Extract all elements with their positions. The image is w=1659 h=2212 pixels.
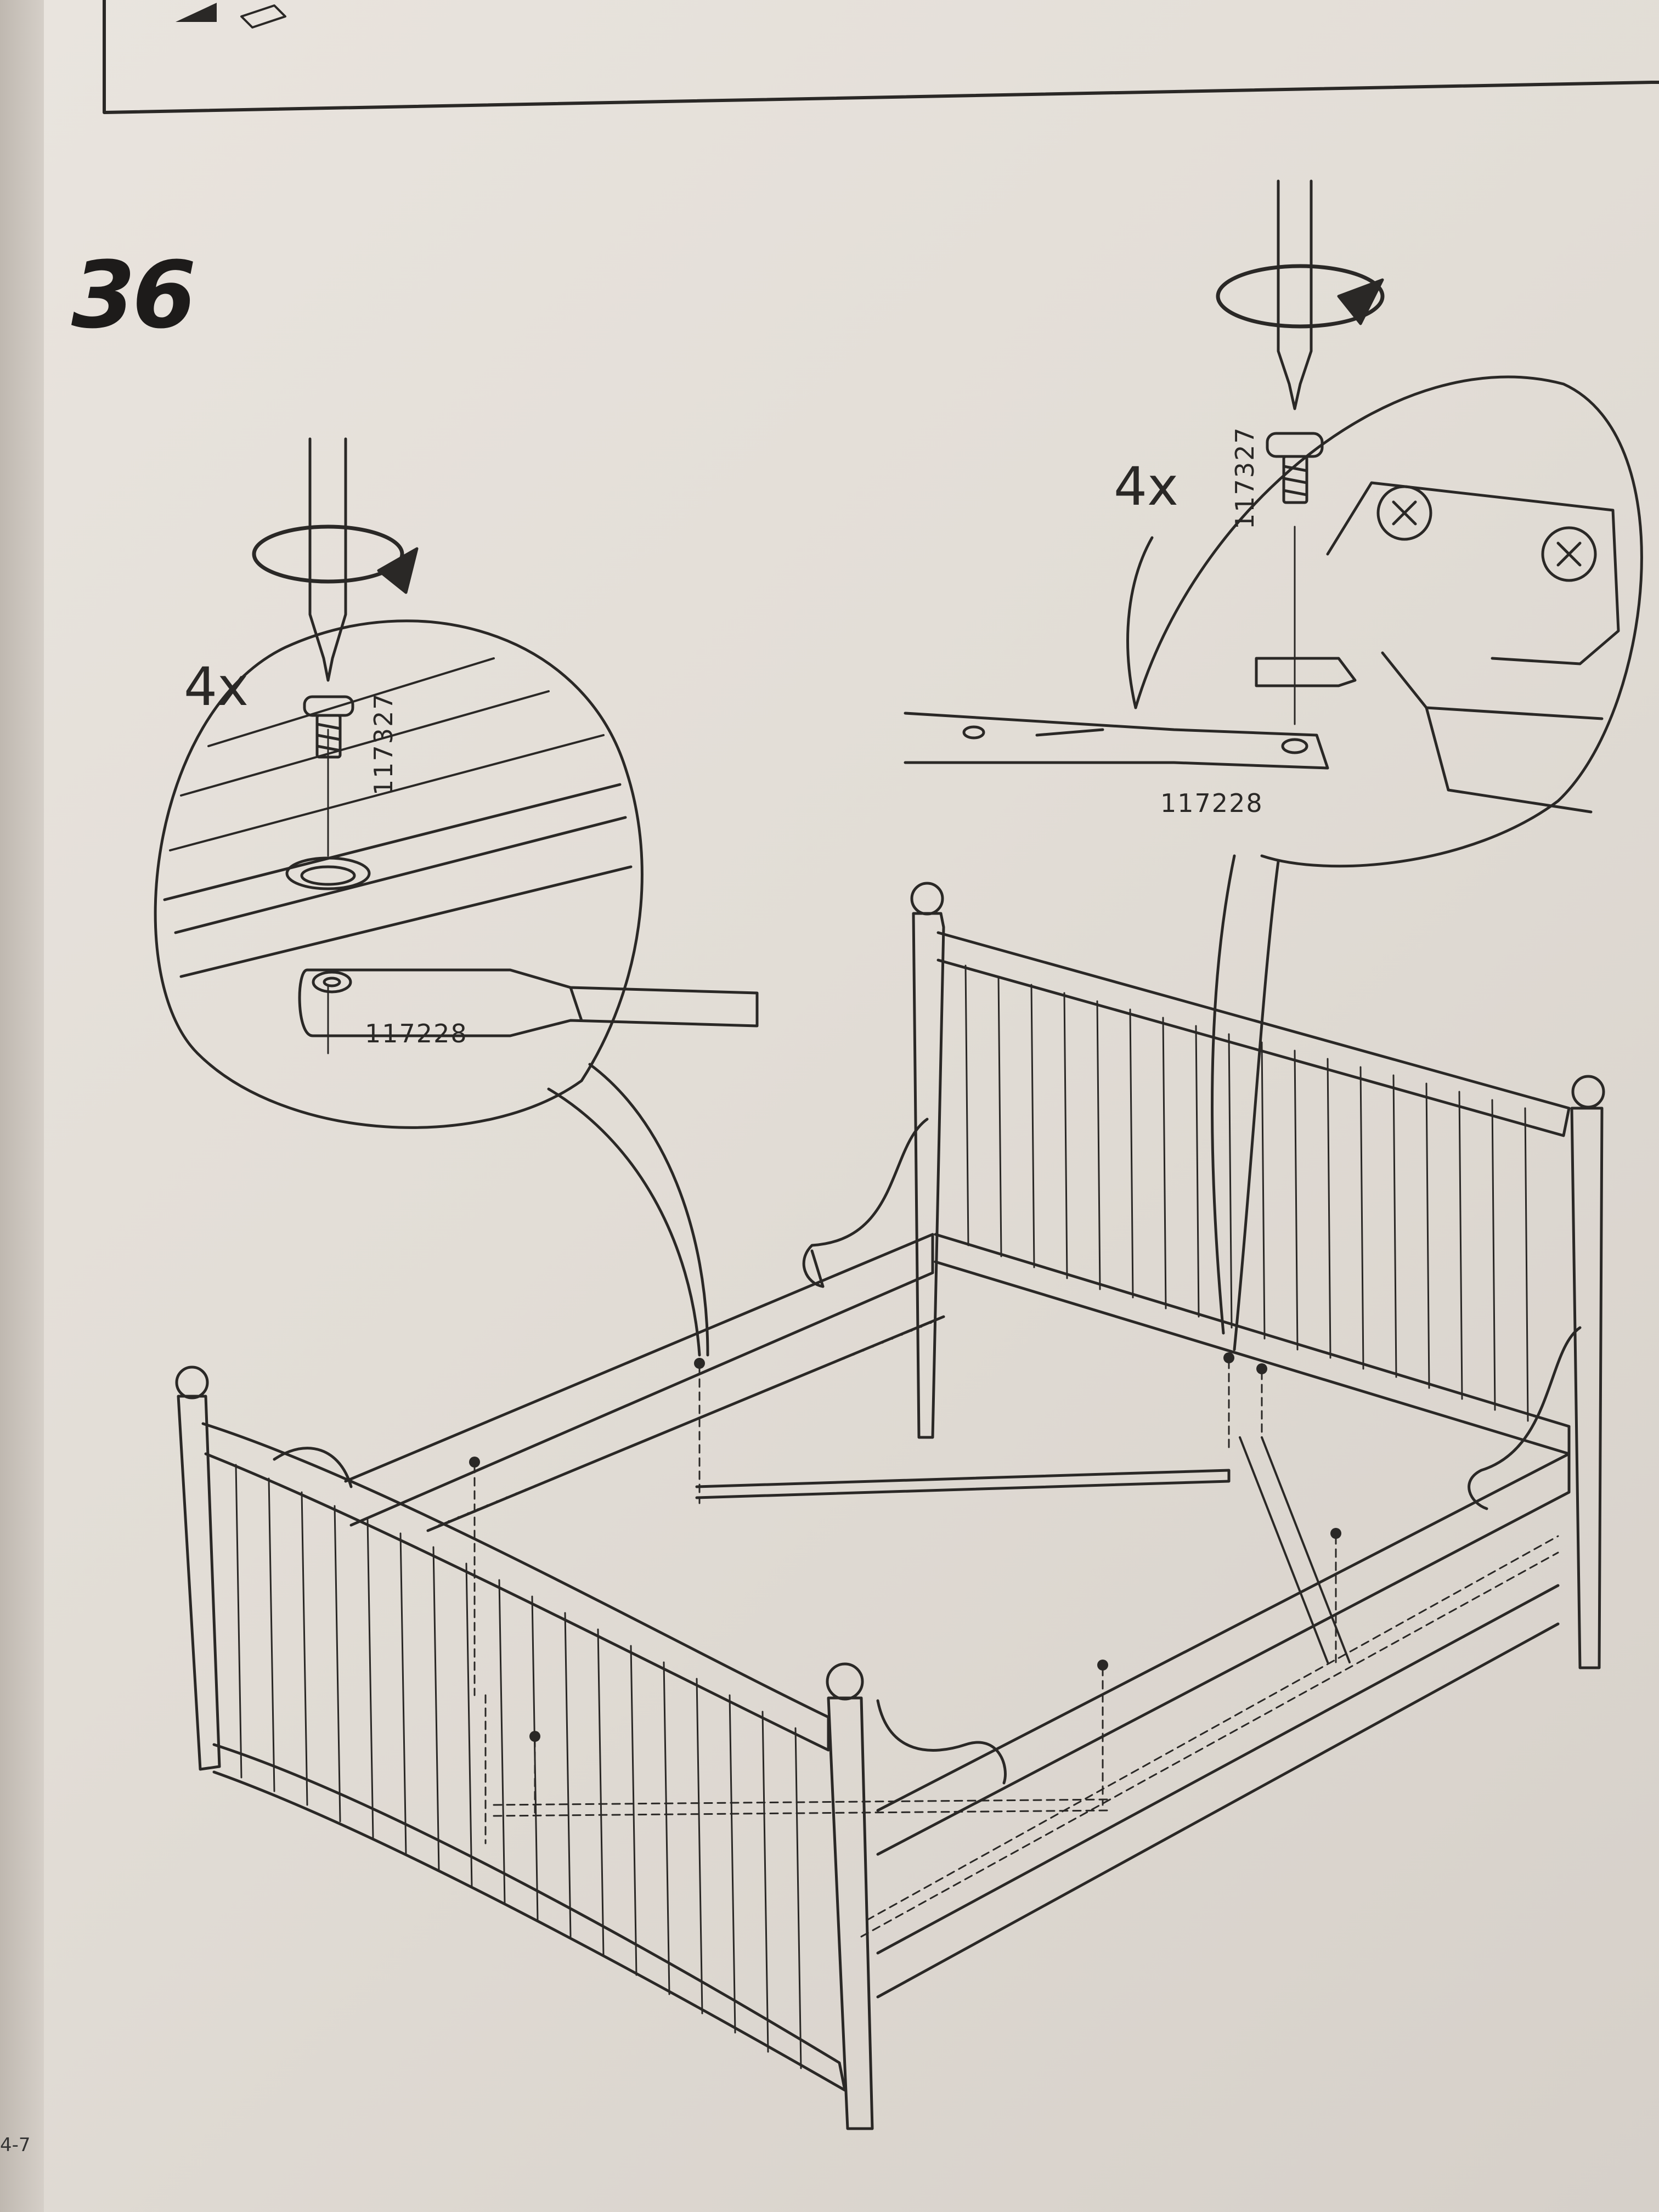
bed-frame xyxy=(175,882,1605,2130)
callout-right xyxy=(904,179,1643,1351)
quantity-label-left: 4x xyxy=(184,656,249,718)
headboard xyxy=(802,882,1605,1669)
side-rail-back xyxy=(344,1233,945,1532)
arrow-icon xyxy=(176,3,217,22)
instruction-page xyxy=(44,0,1659,2212)
screw-part-number-right: 117327 xyxy=(1230,426,1260,529)
callout-left xyxy=(154,437,759,1357)
previous-step-panel xyxy=(103,0,1659,114)
page-footer: 4-7 xyxy=(0,2134,31,2156)
step-number: 36 xyxy=(71,241,196,349)
footboard xyxy=(175,1365,1007,2130)
screw-markers xyxy=(469,1352,1341,1742)
side-rail-front xyxy=(493,1452,1571,1999)
quantity-label-right: 4x xyxy=(1114,456,1178,517)
bracket-part-number-left: 117228 xyxy=(365,1019,468,1048)
bracket-part-number-right: 117228 xyxy=(1160,788,1263,818)
centre-support-beam xyxy=(695,1436,1351,1663)
fastener-guides xyxy=(473,1359,1337,1844)
screw-part-number-left: 117327 xyxy=(369,692,398,795)
